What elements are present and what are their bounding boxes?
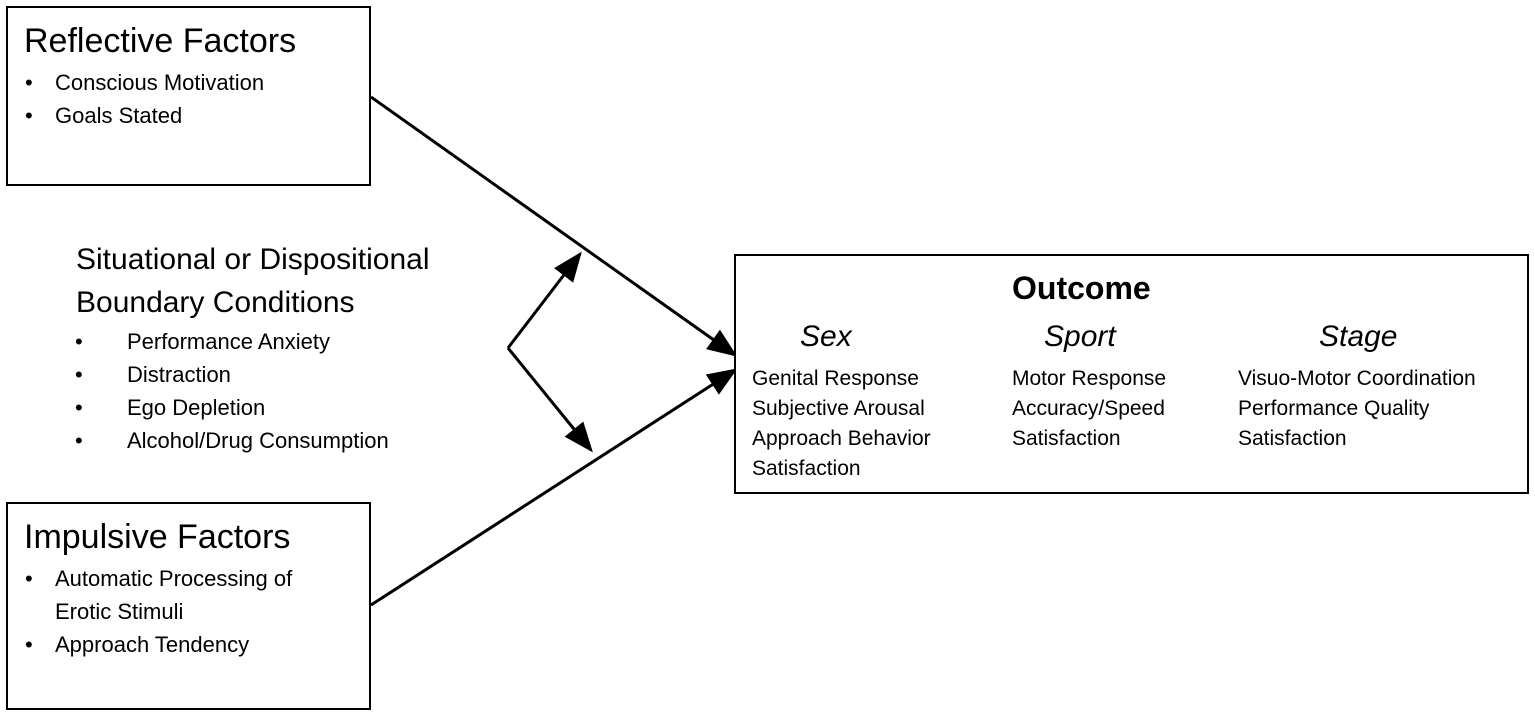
reflective-factors-box: Reflective Factors Conscious Motivation … [6,6,371,186]
list-item: Satisfaction [1238,427,1347,450]
list-item: Visuo-Motor Coordination [1238,367,1476,390]
boundary-conditions-title-line: Boundary Conditions [76,286,355,319]
outcome-column-stage: Visuo-Motor Coordination Performance Qua… [1238,364,1476,454]
boundary-conditions-title-line: Situational or Dispositional [76,243,430,276]
outcome-column-heading-sex: Sex [800,320,852,353]
list-item-line: Erotic Stimuli [55,599,184,624]
list-item: Satisfaction [1012,427,1121,450]
moderation-arrow-up [506,251,582,349]
list-item: Approach Behavior [752,427,931,450]
list-item: Subjective Arousal [752,397,925,420]
list-item: Accuracy/Speed [1012,397,1165,420]
reflective-to-outcome-arrow [370,95,738,357]
list-item: Alcohol/Drug Consumption [75,424,455,457]
list-item: Performance Anxiety [75,325,455,358]
boundary-conditions-list: Performance Anxiety Distraction Ego Depl… [75,325,455,457]
list-item: Genital Response [752,367,919,390]
boundary-conditions-title: Situational or Dispositional Boundary Co… [76,238,430,324]
list-item: Satisfaction [752,457,861,480]
outcome-column-heading-sport: Sport [1044,320,1116,353]
list-item: Approach Tendency [25,628,292,661]
list-item: Distraction [75,358,455,391]
list-item: Ego Depletion [75,391,455,424]
outcome-column-heading-stage: Stage [1319,320,1398,353]
impulsive-factors-list: Automatic Processing of Erotic Stimuli A… [25,562,292,661]
reflective-factors-list: Conscious Motivation Goals Stated [25,66,264,132]
list-item: Motor Response [1012,367,1167,390]
outcome-title: Outcome [1012,270,1151,306]
list-item: Automatic Processing of Erotic Stimuli [25,562,292,628]
list-item: Performance Quality [1238,397,1430,420]
reflective-factors-title: Reflective Factors [24,22,297,60]
outcome-column-sport: Motor Response Accuracy/Speed Satisfacti… [1012,364,1166,454]
impulsive-factors-box: Impulsive Factors Automatic Processing o… [6,502,371,710]
list-item: Conscious Motivation [25,66,264,99]
outcome-box: Outcome Sex Genital Response Subjective … [734,254,1529,494]
impulsive-factors-title: Impulsive Factors [24,518,291,556]
moderation-arrow-down [506,347,593,453]
list-item-line: Automatic Processing of [55,566,293,591]
impulsive-to-outcome-arrow [370,368,738,607]
outcome-column-sex: Genital Response Subjective Arousal Appr… [752,364,931,484]
list-item: Goals Stated [25,99,264,132]
